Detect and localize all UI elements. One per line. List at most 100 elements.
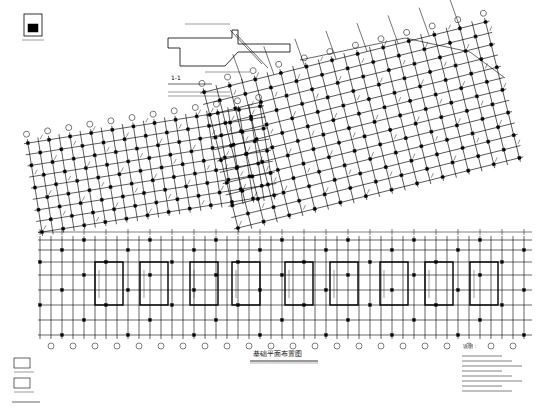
tag-line xyxy=(106,147,110,151)
column-mark xyxy=(448,41,452,45)
column-mark xyxy=(149,239,152,242)
grid-line xyxy=(357,50,393,194)
tag-line xyxy=(307,168,311,173)
column-mark xyxy=(61,289,64,292)
outline xyxy=(300,38,505,78)
column-mark xyxy=(322,133,326,137)
axis-bubble xyxy=(70,343,76,349)
column-mark xyxy=(181,162,184,165)
column-mark xyxy=(491,103,495,107)
column-mark xyxy=(239,129,243,133)
tag-line xyxy=(412,154,416,159)
tag-line xyxy=(159,139,163,143)
column-mark xyxy=(112,207,115,210)
room-box xyxy=(330,262,358,305)
axis-bubble xyxy=(92,343,98,349)
note-line xyxy=(462,381,522,382)
axis-bubble xyxy=(129,114,136,121)
column-mark xyxy=(148,156,151,159)
grid-line xyxy=(161,236,162,339)
column-mark xyxy=(501,88,505,92)
column-mark xyxy=(174,118,177,121)
column-mark xyxy=(26,141,29,144)
rebar-line xyxy=(230,30,262,64)
tag-line xyxy=(453,155,457,160)
column-mark xyxy=(285,94,289,98)
column-mark xyxy=(127,334,130,337)
tag-line xyxy=(224,164,228,169)
column-mark xyxy=(91,211,94,214)
column-mark xyxy=(433,33,437,37)
grid-line xyxy=(216,236,217,339)
grid-line xyxy=(370,236,371,339)
tag-line xyxy=(99,270,100,298)
dimension-tick xyxy=(62,229,63,235)
column-mark xyxy=(97,176,100,179)
tag-line xyxy=(443,62,447,67)
grid-line xyxy=(203,88,239,232)
column-mark xyxy=(415,182,419,186)
axis-bubble xyxy=(202,343,208,349)
column-mark xyxy=(459,86,463,90)
column-mark xyxy=(163,188,166,191)
axis-bubble xyxy=(510,343,516,349)
axis-bubble xyxy=(150,111,157,118)
column-mark xyxy=(466,169,470,173)
column-mark xyxy=(337,141,341,145)
grid-line xyxy=(403,236,404,339)
column-mark xyxy=(287,213,291,217)
grid-line xyxy=(304,236,305,339)
grid-line xyxy=(38,335,532,336)
grid-line xyxy=(62,236,63,339)
column-mark xyxy=(72,157,75,160)
column-mark xyxy=(262,220,266,224)
column-mark xyxy=(356,52,360,56)
axis-bubble xyxy=(114,343,120,349)
section-detail xyxy=(168,24,290,96)
column-mark xyxy=(339,201,343,205)
column-mark xyxy=(61,334,64,337)
column-mark xyxy=(249,115,253,119)
column-mark xyxy=(496,125,500,129)
tag-line xyxy=(233,90,237,95)
column-mark xyxy=(479,274,482,277)
axis-bubble xyxy=(488,343,494,349)
grid-line xyxy=(502,236,503,339)
tag-line xyxy=(247,147,251,152)
column-mark xyxy=(445,138,449,142)
small-detail xyxy=(14,378,30,388)
grid-line xyxy=(238,106,253,203)
column-mark xyxy=(83,319,86,322)
tag-line xyxy=(144,270,145,298)
small-detail xyxy=(28,24,38,32)
tag-line xyxy=(384,40,388,45)
column-mark xyxy=(394,151,398,155)
column-mark xyxy=(214,136,218,140)
column-mark xyxy=(351,89,355,93)
column-mark xyxy=(281,239,284,242)
column-mark xyxy=(272,205,276,209)
column-mark xyxy=(227,178,230,181)
column-mark xyxy=(413,62,417,66)
axis-bubble xyxy=(290,343,296,349)
grid-line xyxy=(267,72,303,216)
grid-line xyxy=(459,24,495,168)
grid-line xyxy=(433,31,469,175)
tag-line xyxy=(168,194,172,198)
column-mark xyxy=(188,207,191,210)
axis-bubble xyxy=(171,107,178,114)
note-line xyxy=(462,366,522,367)
dimension-tick xyxy=(326,229,327,235)
tag-line xyxy=(270,129,274,134)
tag-line xyxy=(73,141,77,145)
column-mark xyxy=(455,123,459,127)
tag-line xyxy=(357,95,361,100)
column-mark xyxy=(357,112,361,116)
column-mark xyxy=(393,91,397,95)
column-mark xyxy=(408,99,412,103)
column-mark xyxy=(523,289,526,292)
tag-line xyxy=(274,92,278,97)
column-mark xyxy=(70,214,73,217)
column-mark xyxy=(132,125,135,128)
column-mark xyxy=(296,139,300,143)
